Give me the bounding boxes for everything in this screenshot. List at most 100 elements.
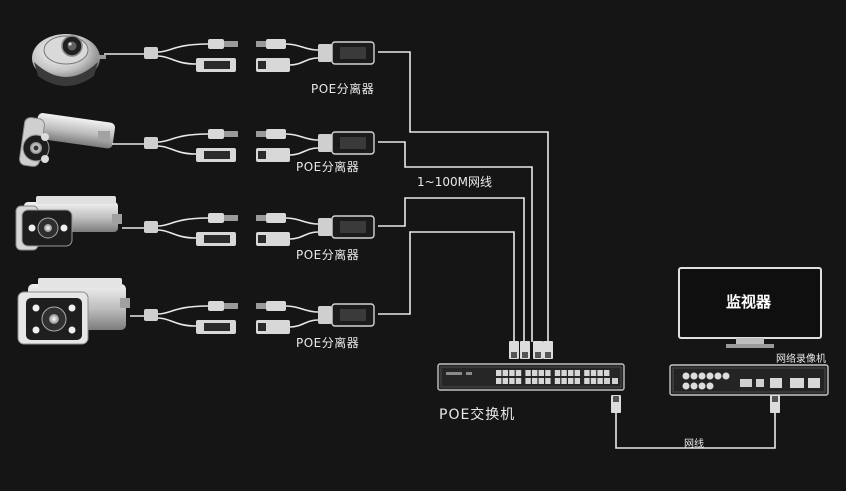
switch-port-icon xyxy=(545,370,551,376)
switch-port-icon xyxy=(584,378,590,384)
rj45-plug-icon xyxy=(520,341,530,359)
poe-splitter-cap-icon xyxy=(318,218,332,236)
switch-to-nvr-cable xyxy=(611,395,780,449)
switch-ports xyxy=(446,370,610,384)
switch-label: POE交换机 xyxy=(439,407,516,423)
switch-rj45-plugs xyxy=(509,341,553,359)
dc-plug-icon xyxy=(208,39,224,49)
poe-splitter-port-icon xyxy=(340,47,366,59)
switch-port-icon xyxy=(496,378,502,384)
poe-switch-icon xyxy=(437,363,625,391)
cable-junction-icon xyxy=(144,137,158,149)
rj45-plug-icon xyxy=(611,395,621,413)
poe-splitter-cap-icon xyxy=(318,44,332,62)
switch-port-icon xyxy=(597,370,603,376)
switch-port-icon xyxy=(496,370,502,376)
rj45-plug-icon xyxy=(543,341,553,359)
switch-led-icon xyxy=(466,372,472,375)
connection-row-4 xyxy=(130,301,375,334)
switch-port-icon xyxy=(554,378,561,384)
switch-port-icon xyxy=(554,370,561,376)
dc-plug-icon xyxy=(208,213,224,223)
switch-port-icon xyxy=(545,378,551,384)
connection-row-3 xyxy=(122,213,375,246)
rj45-plug-clip-icon xyxy=(258,61,266,69)
cable-splitter-4 xyxy=(378,231,515,342)
poe-splitter-cap-icon xyxy=(318,306,332,324)
dc-plug-icon xyxy=(208,301,224,311)
switch-port-icon xyxy=(532,370,538,376)
switch-port-icon xyxy=(590,378,597,384)
splitter-label-1: POE分离器 xyxy=(311,82,375,96)
switch-port-icon xyxy=(538,378,544,384)
bullet-camera-large-icon xyxy=(17,278,130,345)
switch-port-icon xyxy=(584,370,590,376)
box-camera-icon xyxy=(15,196,122,251)
switch-port-icon xyxy=(515,370,522,376)
switch-port-icon xyxy=(574,370,580,376)
switch-port-icon xyxy=(590,370,597,376)
dc-socket-icon xyxy=(256,215,266,221)
poe-splitter-port-icon xyxy=(340,221,366,233)
dc-plug-icon xyxy=(266,301,286,311)
rj45-plug-icon xyxy=(509,341,519,359)
dc-socket-icon xyxy=(256,131,266,137)
dc-plug-tip-icon xyxy=(224,215,238,221)
switch-port-icon xyxy=(502,378,508,384)
rj45-plug-icon xyxy=(533,341,543,359)
connection-row-1 xyxy=(104,39,375,72)
nvr-icon xyxy=(669,364,829,396)
rj45-plug-icon xyxy=(770,395,780,413)
splitter-label-3: POE分离器 xyxy=(296,248,360,262)
cable-junction-icon xyxy=(144,47,158,59)
rj45-plug-clip-icon xyxy=(258,323,266,331)
cable-label: 1~100M网线 xyxy=(417,175,492,189)
rj45-plug-clip-icon xyxy=(258,151,266,159)
dc-plug-icon xyxy=(208,129,224,139)
switch-panel-label-icon xyxy=(446,372,462,375)
rj45-jack-port-icon xyxy=(204,323,230,331)
dc-plug-icon xyxy=(266,129,286,139)
dc-socket-icon xyxy=(256,41,266,47)
monitor-label: 监视器 xyxy=(726,293,772,311)
dc-plug-icon xyxy=(266,39,286,49)
splitter-label-2: POE分离器 xyxy=(296,160,360,174)
dc-plug-tip-icon xyxy=(224,131,238,137)
dc-plug-icon xyxy=(266,213,286,223)
poe-splitter-cap-icon xyxy=(318,134,332,152)
switch-port-icon xyxy=(561,378,567,384)
rj45-jack-port-icon xyxy=(204,151,230,159)
switch-port-icon xyxy=(502,370,508,376)
network-cable-label: 网线 xyxy=(684,439,704,450)
switch-port-icon xyxy=(525,378,531,384)
switch-port-icon xyxy=(597,378,603,384)
dc-plug-tip-icon xyxy=(224,303,238,309)
switch-port-icon xyxy=(568,378,574,384)
monitor-icon xyxy=(678,267,822,348)
switch-port-icon xyxy=(525,370,531,376)
bullet-camera-icon xyxy=(19,113,116,167)
cable-junction-icon xyxy=(144,309,158,321)
network-cables xyxy=(378,51,549,342)
switch-port-icon xyxy=(604,370,610,376)
switch-port-icon xyxy=(509,378,515,384)
switch-port-icon xyxy=(515,378,522,384)
dome-camera-icon xyxy=(32,34,106,86)
cable-junction-icon xyxy=(144,221,158,233)
dc-plug-tip-icon xyxy=(224,41,238,47)
rj45-jack-port-icon xyxy=(204,235,230,243)
switch-port-icon xyxy=(538,370,544,376)
poe-splitter-port-icon xyxy=(340,137,366,149)
camera-connection-rows xyxy=(104,39,375,334)
switch-port-icon xyxy=(568,370,574,376)
cable-splitter-3 xyxy=(378,197,525,342)
switch-port-icon xyxy=(509,370,515,376)
cable-splitter-2 xyxy=(378,141,533,342)
switch-port-icon xyxy=(532,378,538,384)
connection-row-2 xyxy=(112,129,375,162)
dc-socket-icon xyxy=(256,303,266,309)
splitter-label-4: POE分离器 xyxy=(296,336,360,350)
rj45-plug-clip-icon xyxy=(258,235,266,243)
nvr-label: 网络录像机 xyxy=(776,354,826,365)
